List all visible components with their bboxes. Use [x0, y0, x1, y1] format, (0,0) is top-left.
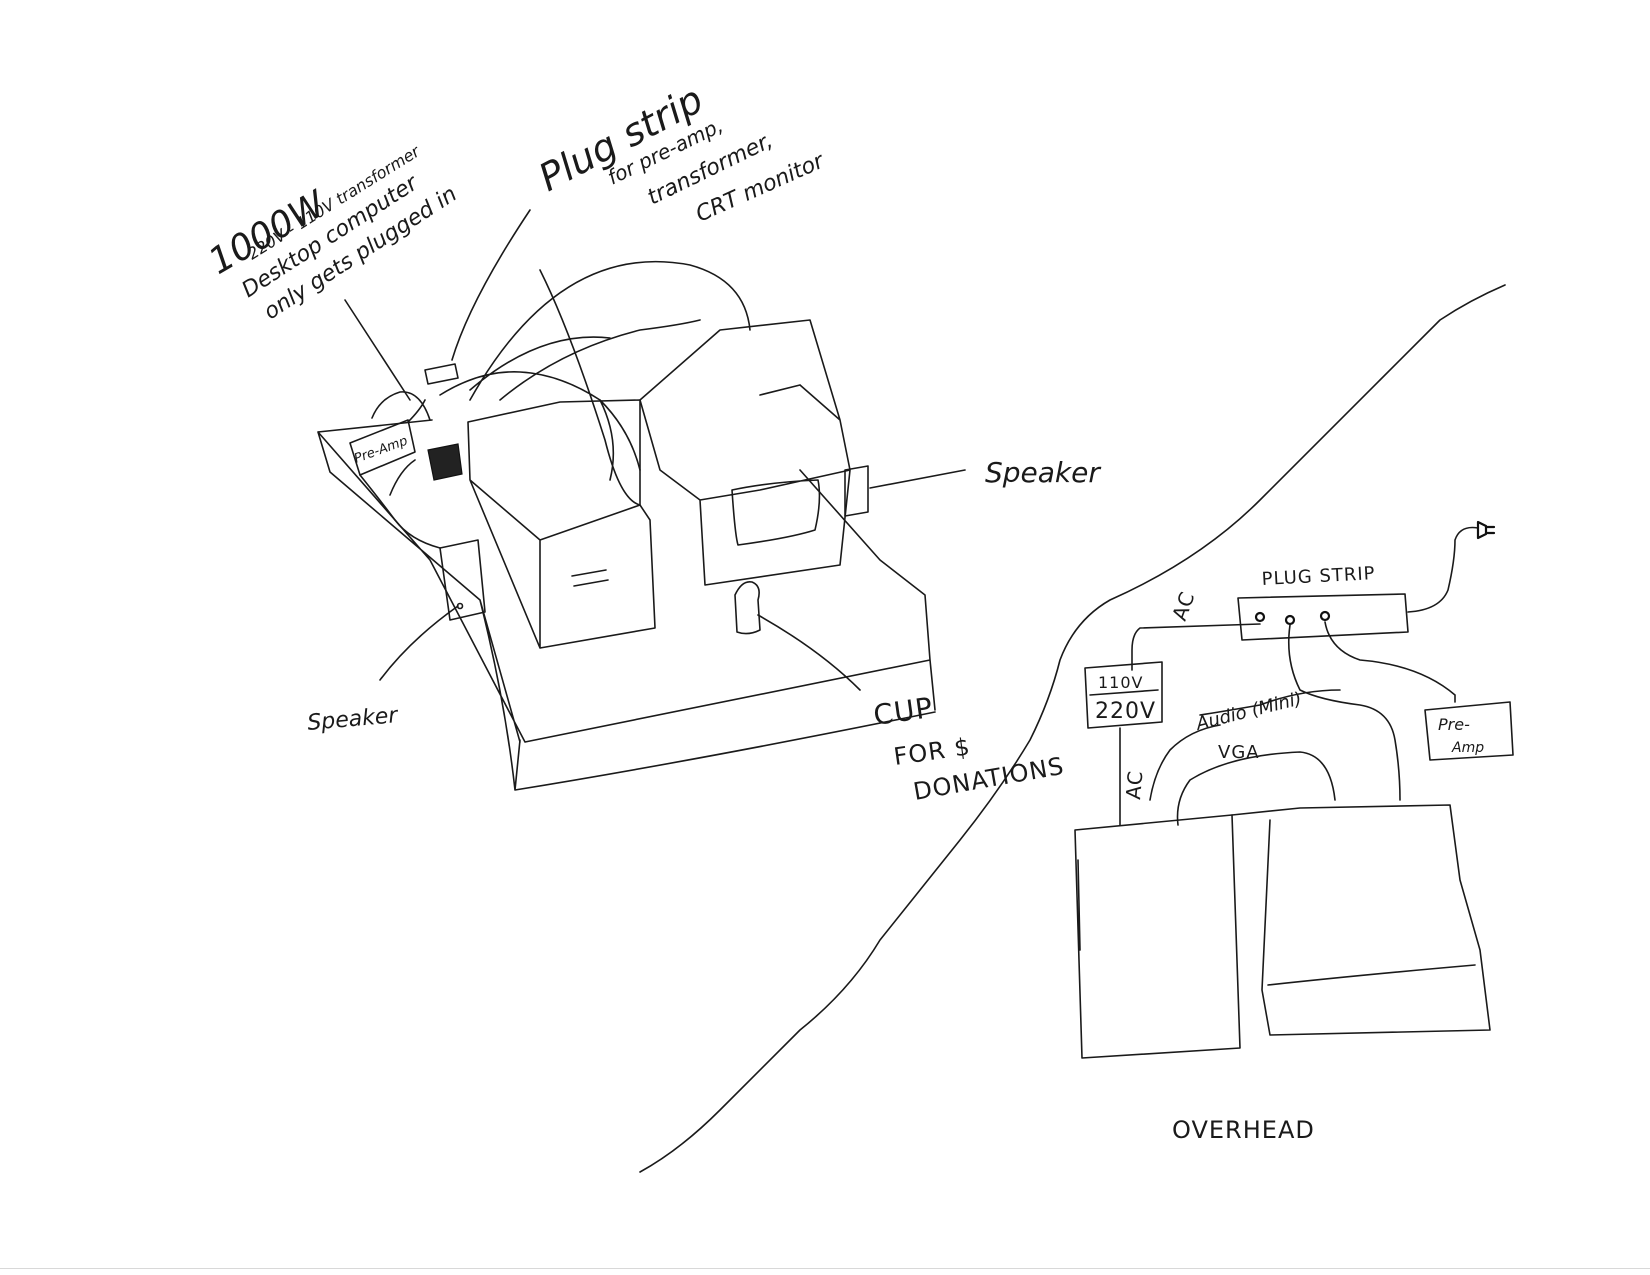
overhead-computer	[1075, 815, 1240, 1058]
overhead-plug-strip-label: PLUG STRIP	[1261, 563, 1376, 590]
overhead-preamp-label-2: Amp	[1451, 740, 1484, 756]
crt-monitor	[640, 320, 850, 585]
overhead-ac-top-label: AC	[1167, 588, 1200, 624]
outlet-3	[1321, 612, 1329, 620]
overhead-ac-side-label: AC	[1121, 769, 1147, 800]
leader-speaker-left	[380, 606, 458, 680]
overhead-audio-label: Audio (Mini)	[1193, 688, 1304, 735]
overhead-title: OVERHEAD	[1172, 1116, 1315, 1144]
donation-cup	[735, 582, 760, 634]
speaker-right-label: Speaker	[985, 456, 1101, 489]
section-divider	[640, 285, 1505, 1172]
leader-cup	[758, 615, 860, 690]
plug-strip-small	[425, 364, 458, 384]
outlet-2	[1286, 616, 1294, 624]
overhead-vga-label: VGA	[1218, 742, 1260, 763]
speaker-left-label: Speaker	[306, 703, 400, 736]
cable-arcs	[440, 262, 750, 505]
leader-speaker-right	[870, 470, 965, 488]
scan-edge	[0, 1268, 1650, 1269]
overhead-power-cord	[1408, 528, 1478, 613]
table-top	[318, 420, 935, 790]
leader-transformer	[345, 300, 410, 400]
outlet-1	[1256, 613, 1264, 621]
overhead-transformer-110v: 110V	[1098, 673, 1143, 692]
power-plug-icon	[1478, 522, 1494, 538]
cup-label-1: CUP	[871, 691, 935, 732]
transformer-box[interactable]	[428, 444, 462, 480]
perspective-view	[318, 210, 965, 790]
overhead-monitor	[1232, 805, 1490, 1035]
leader-plugstrip	[452, 210, 530, 360]
tower-front-marks	[572, 570, 608, 586]
overhead-preamp-cable	[1325, 622, 1455, 702]
overhead-preamp-label-1: Pre-	[1438, 715, 1470, 734]
overhead-transformer-220v: 220V	[1095, 699, 1156, 724]
cup-label-2: FOR $	[892, 732, 972, 770]
